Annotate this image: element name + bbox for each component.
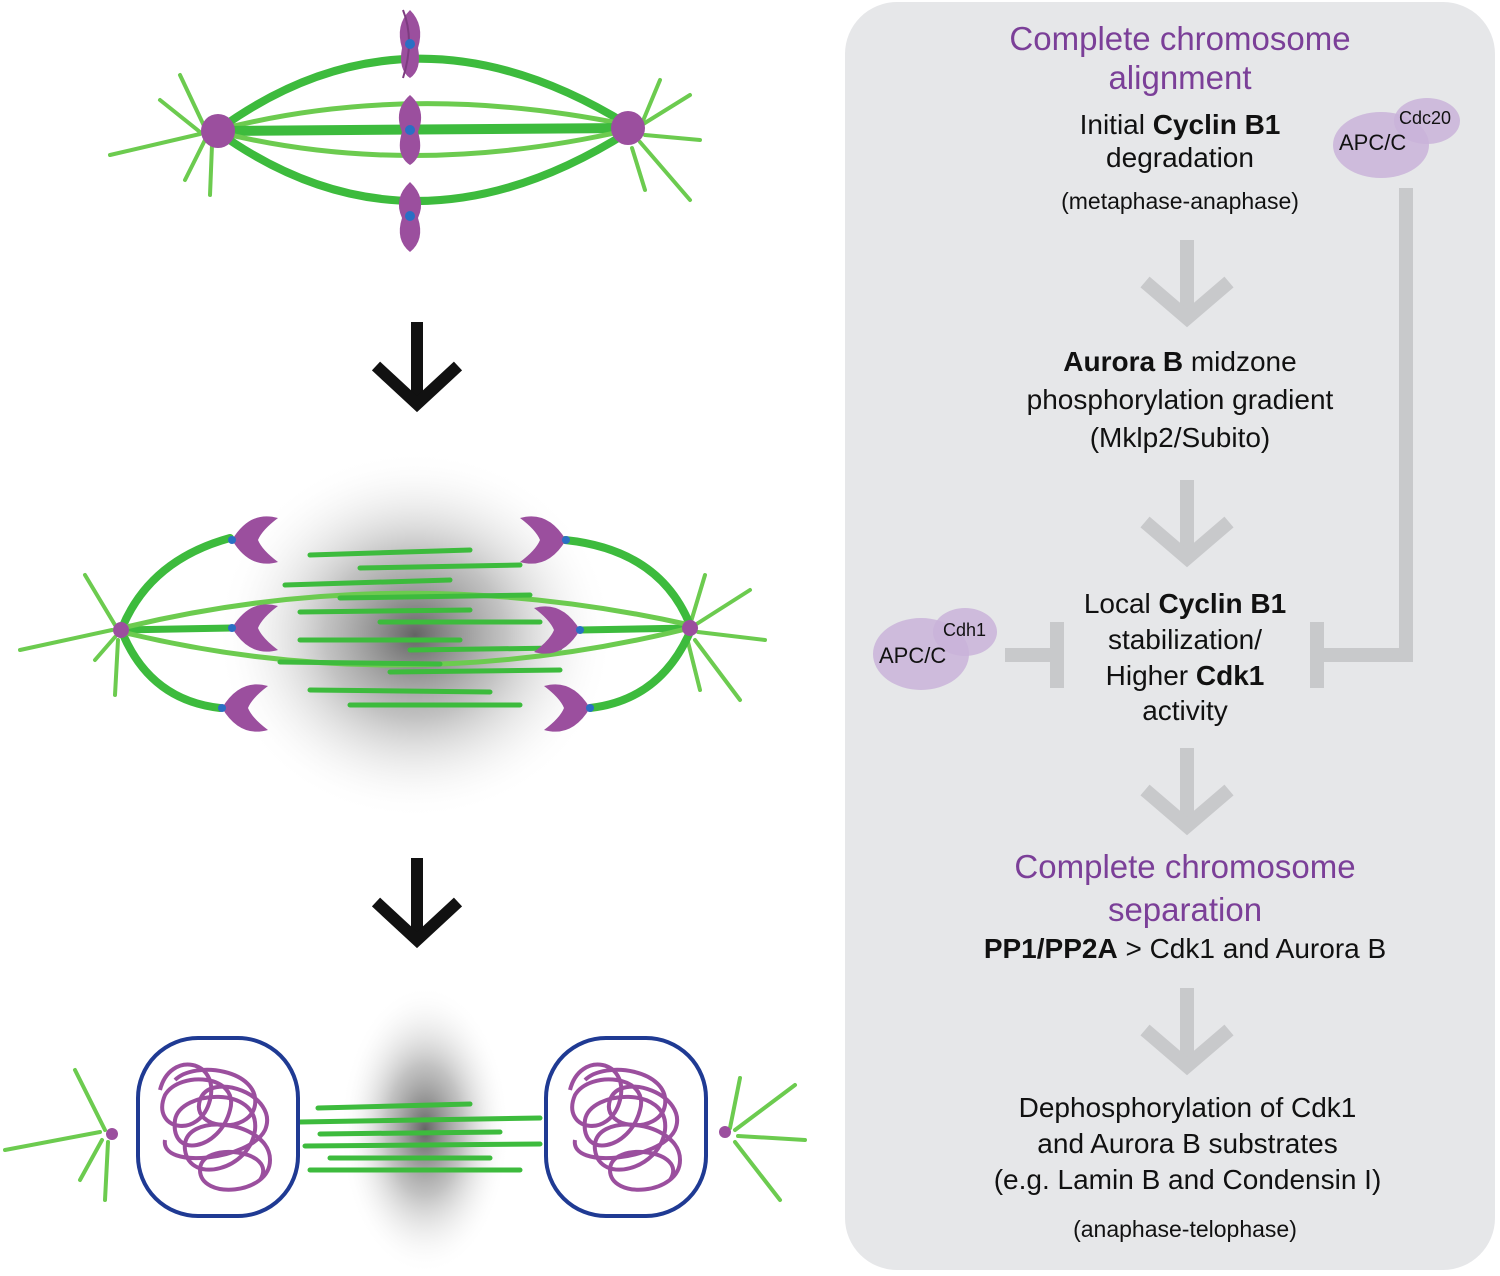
step1-line2: degradation bbox=[1106, 142, 1254, 174]
spindle-diagrams bbox=[3, 9, 807, 1275]
step2-line1: Aurora B midzone bbox=[1063, 346, 1297, 377]
centrosome-left bbox=[201, 114, 235, 148]
chromosome bbox=[398, 95, 422, 165]
step5-text: Dephosphorylation of Cdk1 and Aurora B s… bbox=[900, 1090, 1475, 1197]
centrosome-right bbox=[719, 1126, 731, 1138]
chromosome bbox=[398, 182, 422, 252]
aurora-b-gradient bbox=[340, 985, 510, 1275]
step3-text: Local Cyclin B1 stabilization/ Higher Cd… bbox=[935, 586, 1435, 729]
heading-line: Complete chromosome bbox=[1009, 20, 1351, 57]
centrosome-left bbox=[106, 1128, 118, 1140]
apc-label: APC/C bbox=[879, 643, 947, 668]
down-arrow-icon bbox=[1140, 480, 1234, 568]
apc-label: APC/C bbox=[1339, 130, 1407, 155]
step3-line2: stabilization/ bbox=[1107, 623, 1263, 655]
kinetochore bbox=[562, 536, 570, 544]
step1-line1: Initial Cyclin B1 bbox=[1079, 109, 1281, 140]
metaphase-spindle-icon bbox=[108, 9, 702, 252]
step5-line2: and Aurora B substrates bbox=[1037, 1127, 1338, 1159]
midzone-microtubules bbox=[297, 1101, 543, 1173]
cdc20-subunit bbox=[1394, 98, 1460, 144]
kinetochore bbox=[228, 624, 236, 632]
heading-line: alignment bbox=[1108, 58, 1252, 96]
step5-line3: (e.g. Lamin B and Condensin I) bbox=[993, 1163, 1382, 1195]
down-arrow-icon bbox=[1140, 988, 1234, 1076]
step5-phase: (anaphase-telophase) bbox=[1073, 1216, 1297, 1242]
step1-phase: (metaphase-anaphase) bbox=[1061, 188, 1299, 214]
heading-line: separation bbox=[1107, 890, 1263, 928]
decondensed-chromatin bbox=[158, 1062, 683, 1192]
step4-heading: Complete chromosome separation bbox=[935, 846, 1435, 932]
down-arrow-icon bbox=[1140, 748, 1234, 836]
aurora-b-gradient bbox=[215, 450, 615, 820]
kinetochore bbox=[586, 704, 594, 712]
heading-line: Complete chromosome bbox=[1014, 848, 1356, 885]
kinetochore bbox=[228, 536, 236, 544]
cdh1-subunit bbox=[933, 608, 997, 656]
chromosome bbox=[399, 9, 421, 79]
chromosome bbox=[520, 516, 566, 564]
chromosome bbox=[534, 606, 580, 654]
cdh1-label: Cdh1 bbox=[943, 620, 987, 640]
down-arrow-icon bbox=[371, 322, 463, 413]
astral-microtubules bbox=[3, 1068, 807, 1202]
step2-line2: phosphorylation gradient bbox=[1026, 384, 1334, 416]
step4-text: PP1/PP2A > Cdk1 and Aurora B bbox=[983, 933, 1387, 964]
centrosome-left bbox=[113, 622, 129, 638]
astral-microtubules bbox=[18, 573, 767, 702]
step2-line3: (Mklp2/Subito) bbox=[1089, 422, 1271, 454]
chromosome bbox=[232, 604, 278, 652]
anaphase-spindle-icon bbox=[18, 450, 767, 820]
step2-text: Aurora B midzone phosphorylation gradien… bbox=[930, 343, 1430, 457]
kinetochore bbox=[576, 626, 584, 634]
centrosome-right bbox=[682, 620, 698, 636]
step3-line3: Higher Cdk1 bbox=[1105, 659, 1265, 691]
midzone-microtubules bbox=[277, 547, 563, 708]
chromosome bbox=[222, 684, 268, 732]
step3-line1: Local Cyclin B1 bbox=[1083, 588, 1287, 619]
step3-line4: activity bbox=[1142, 695, 1228, 727]
inhibition-arrow-icon bbox=[1310, 188, 1413, 688]
step5-line1: Dephosphorylation of Cdk1 bbox=[1018, 1092, 1357, 1123]
chromosome bbox=[232, 516, 278, 564]
step1-heading: Complete chromosome alignment bbox=[930, 20, 1430, 98]
cdc20-label: Cdc20 bbox=[1399, 108, 1452, 128]
down-arrow-icon bbox=[371, 858, 463, 949]
chromosome bbox=[544, 684, 590, 732]
kinetochore bbox=[218, 704, 226, 712]
down-arrow-icon bbox=[1140, 240, 1234, 328]
step1-text: Initial Cyclin B1 degradation bbox=[930, 108, 1430, 174]
centrosome-right bbox=[611, 111, 645, 145]
inhibition-arrow-icon bbox=[1005, 622, 1064, 688]
astral-microtubules bbox=[108, 73, 702, 202]
telophase-spindle-icon bbox=[3, 985, 807, 1275]
nucleus-right bbox=[544, 1036, 708, 1218]
